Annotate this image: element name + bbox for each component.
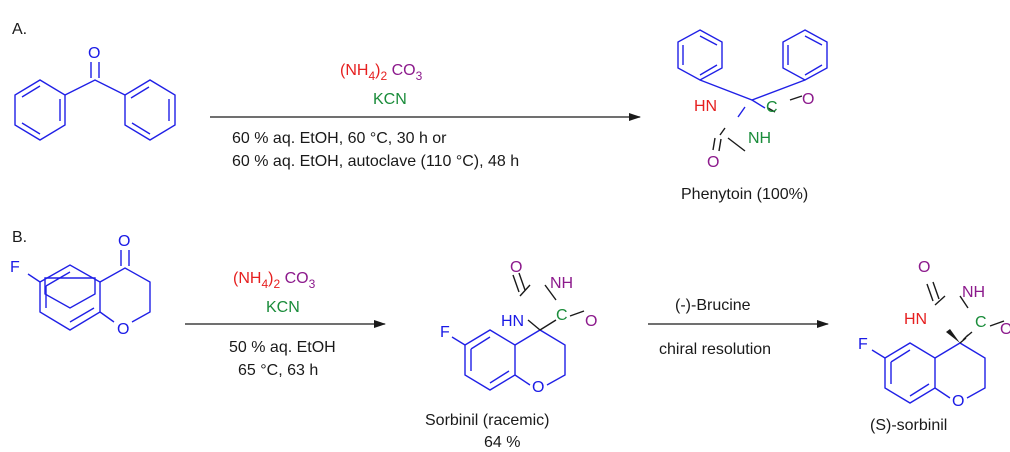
s-sorbinil-name: (S)-sorbinil — [870, 417, 947, 434]
sorbinil-racemic-nh: NH — [550, 275, 573, 292]
reagent-kcn-b: KCN — [266, 299, 300, 316]
phenytoin-carbonyl-o1: O — [802, 91, 814, 108]
sorbinil-racemic-carbon: C — [556, 307, 568, 324]
resolution-agent: (-)-Brucine — [675, 297, 751, 314]
s-sorbinil-o-top: O — [918, 259, 930, 276]
resolution-method: chiral resolution — [659, 341, 771, 358]
reagent-ammonium-carbonate-b: (NH4)2 CO3 — [233, 270, 316, 291]
sorbinil-racemic-carbonyl-o: O — [585, 313, 597, 330]
sorbinil-racemic-hn: HN — [501, 313, 524, 330]
conditions-a-line2: 60 % aq. EtOH, autoclave (110 °C), 48 h — [232, 153, 519, 170]
reagent-ammonium-carbonate-a: (NH4)2 CO3 — [340, 62, 423, 83]
chromanone-carbonyl-o: O — [118, 233, 130, 250]
phenytoin-carbonyl-o2: O — [707, 154, 719, 171]
benzophenone-structure: O — [14, 45, 176, 141]
s-sorbinil-fluorine: F — [858, 336, 868, 353]
sorbinil-racemic-ring-o: O — [532, 379, 544, 396]
s-sorbinil-ring-o: O — [952, 393, 964, 410]
s-sorbinil-structure — [871, 281, 1005, 404]
phenytoin-name: Phenytoin (100%) — [681, 186, 808, 203]
s-sorbinil-nh: NH — [962, 284, 985, 301]
phenytoin-structure — [677, 29, 828, 152]
conditions-b-line2: 65 °C, 63 h — [238, 362, 318, 379]
sorbinil-racemic-name: Sorbinil (racemic) — [425, 412, 549, 429]
sorbinil-racemic-fluorine: F — [440, 324, 450, 341]
phenytoin-nh: NH — [748, 130, 771, 147]
s-sorbinil-carbon: C — [975, 314, 987, 331]
sorbinil-racemic-yield: 64 % — [484, 434, 520, 451]
fluorochromanone-structure — [27, 250, 151, 331]
benzophenone-oxygen: O — [88, 45, 100, 62]
section-b-label: B. — [12, 229, 27, 246]
conditions-b-line1: 50 % aq. EtOH — [229, 339, 336, 356]
reagent-kcn-a: KCN — [373, 91, 407, 108]
chromanone-fluorine: F — [10, 259, 20, 276]
section-a-label: A. — [12, 21, 27, 38]
s-sorbinil-hn: HN — [904, 311, 927, 328]
sorbinil-racemic-o-top: O — [510, 259, 522, 276]
phenytoin-hn: HN — [694, 98, 717, 115]
sorbinil-racemic-structure — [451, 272, 585, 391]
s-sorbinil-carbonyl-o: O — [1000, 321, 1010, 338]
chromanone-ring-o: O — [117, 321, 129, 338]
phenytoin-carbon: C — [766, 99, 778, 116]
conditions-a-line1: 60 % aq. EtOH, 60 °C, 30 h or — [232, 130, 447, 147]
